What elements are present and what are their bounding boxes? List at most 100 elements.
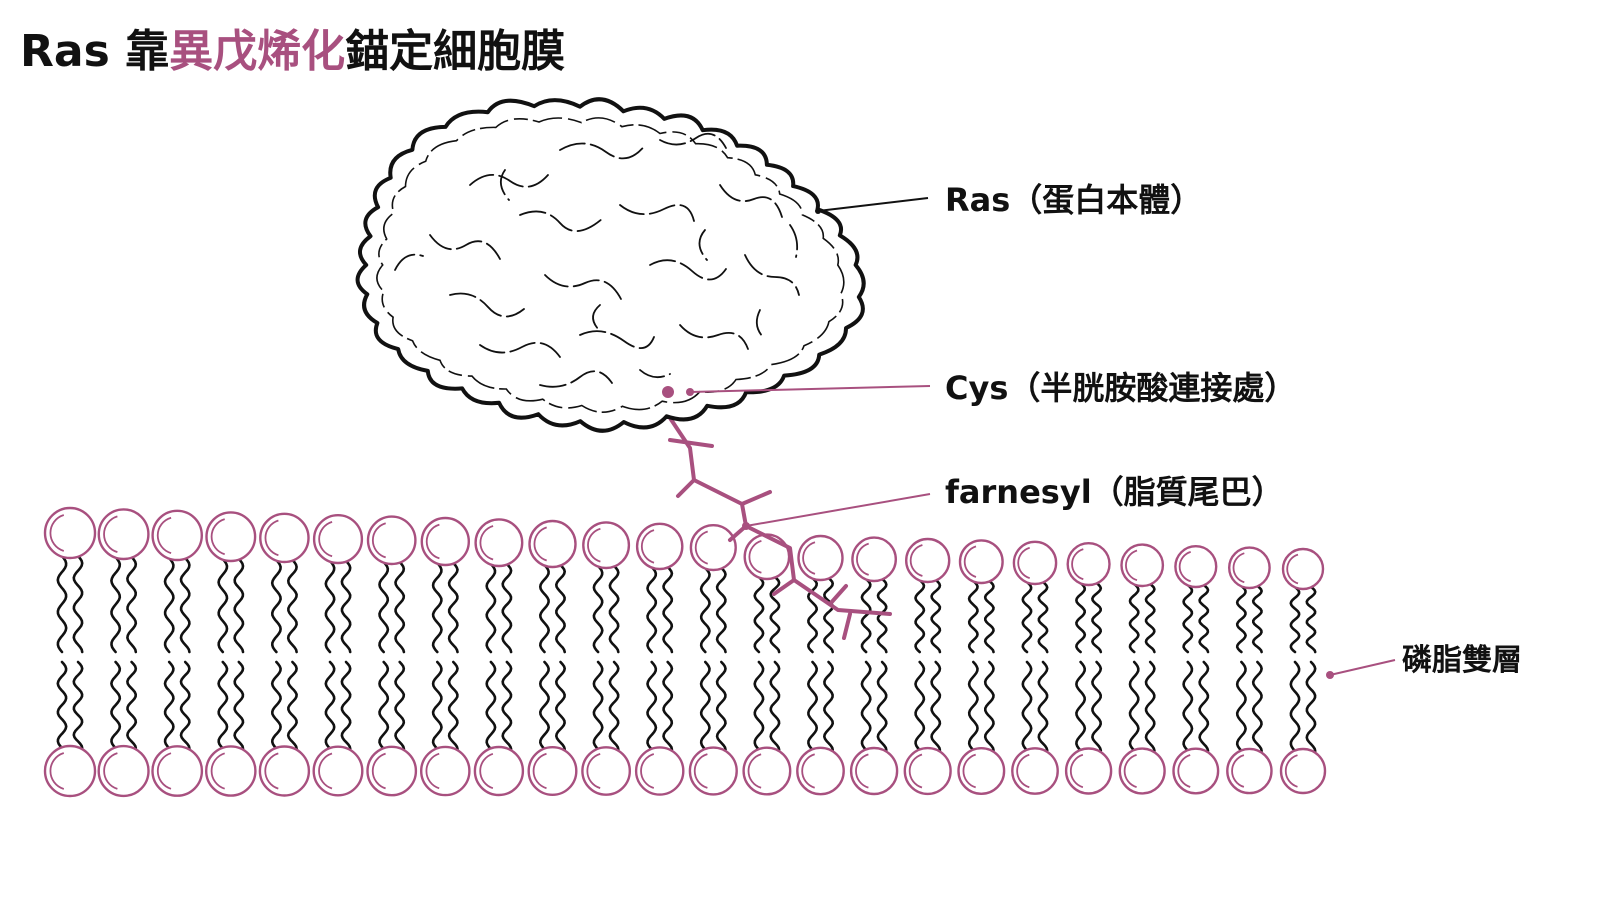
lipid-head [258, 745, 311, 797]
lipid-head [205, 511, 257, 563]
protein-texture-line [619, 204, 695, 222]
protein-leader-line [817, 197, 929, 212]
protein-texture-line [744, 254, 800, 296]
lipid-tail [378, 660, 390, 751]
lipid-head [97, 508, 150, 561]
lipid-tail [340, 559, 352, 654]
protein-texture-line [449, 292, 525, 318]
lipid-tail [1144, 660, 1156, 752]
lipid-tail [538, 563, 551, 654]
lipid-tail [1128, 582, 1140, 654]
lipid-tail [447, 660, 459, 751]
lipid-tail [270, 558, 282, 654]
lipid-head [851, 536, 897, 583]
lipid-head [581, 746, 631, 796]
title-prefix: Ras 靠 [20, 26, 169, 77]
lipid-tail [592, 564, 604, 654]
protein-surface-texture [394, 132, 800, 388]
lipid-heads-lower-leaflet [43, 744, 1327, 798]
title-suffix: 錨定細胞膜 [345, 26, 565, 77]
lipid-tail [179, 556, 191, 654]
lipid-tail [699, 566, 711, 654]
lipid-tail [930, 578, 942, 654]
lipid-tail [608, 564, 620, 654]
lipid-tail [1075, 581, 1087, 654]
lipid-head [903, 746, 952, 796]
lipid-tail [753, 575, 765, 654]
lipid-tail [715, 660, 727, 751]
lipid-tail [1075, 660, 1087, 752]
lipid-head [1174, 544, 1218, 589]
lipid-tail [233, 557, 245, 654]
lipid-tail [662, 660, 674, 751]
protein-texture-line [499, 169, 510, 201]
lipid-tail [967, 579, 979, 654]
lipid-head [689, 523, 737, 572]
protein-label: Ras（蛋白本體） [945, 181, 1202, 219]
lipid-tail [1021, 580, 1033, 654]
protein-texture-line [789, 224, 799, 258]
farnesyl-leader-line [745, 493, 931, 527]
lipid-head [312, 513, 364, 565]
lipid-head [1011, 747, 1059, 795]
bilayer-leader-dot [1326, 671, 1334, 679]
lipid-tail [1091, 581, 1103, 654]
lipid-tail [822, 660, 835, 752]
lipid-tail [876, 660, 888, 752]
lipid-head [204, 745, 257, 797]
lipid-tail [485, 562, 497, 654]
lipid-tail [554, 660, 567, 751]
lipid-head [97, 744, 150, 798]
lipid-tail [1128, 660, 1140, 752]
lipid-tail [930, 660, 942, 752]
lipid-head [582, 521, 631, 570]
protein-texture-line [698, 229, 708, 261]
lipid-tail [1305, 660, 1317, 753]
lipid-head [527, 746, 578, 797]
lipid-head [1226, 747, 1273, 795]
lipid-tail [1235, 660, 1247, 753]
lipid-tail [554, 563, 567, 654]
cys-label: Cys（半胱胺酸連接處） [945, 369, 1296, 407]
lipid-tail [1198, 583, 1210, 654]
lipid-tail [1198, 660, 1210, 752]
cys-attachment-dot [662, 386, 674, 398]
lipid-tail [1289, 585, 1301, 654]
lipid-tail [431, 660, 443, 751]
lipid-tail [1305, 585, 1317, 654]
lipid-tail [56, 660, 68, 750]
lipid-tail [914, 578, 926, 654]
lipid-tail [1289, 660, 1301, 753]
protein-texture-line [649, 259, 727, 281]
lipid-tail [72, 554, 84, 654]
lipid-tail [806, 660, 819, 752]
lipid-head [1066, 541, 1111, 587]
lipid-head [1064, 747, 1113, 795]
lipid-head [259, 512, 310, 564]
protein-texture-line [479, 341, 561, 358]
protein-texture-line [559, 142, 647, 160]
lipid-head [688, 746, 738, 796]
lipid-tail [1037, 660, 1049, 752]
lipid-tail [1235, 584, 1247, 654]
lipid-tail [217, 660, 229, 750]
lipid-tails-upper-leaflet [56, 554, 1317, 654]
lipid-tail [769, 660, 781, 751]
lipid-tail [56, 554, 68, 654]
lipid-head [849, 746, 899, 796]
lipid-tail [163, 660, 175, 750]
lipid-head [742, 746, 792, 796]
lipid-head [634, 746, 685, 796]
lipid-tail [394, 560, 406, 654]
cys-leader-line [689, 385, 931, 393]
lipid-tail [286, 558, 298, 654]
lipid-tail [1144, 582, 1156, 654]
protein-texture-line [519, 210, 603, 232]
lipid-tail [1021, 660, 1033, 752]
lipid-heads-upper-leaflet [43, 506, 1325, 591]
lipid-tail [501, 562, 513, 654]
lipid-head [797, 534, 844, 582]
lipid-tail [378, 560, 390, 654]
lipid-tail [646, 660, 658, 751]
protein-texture-line [719, 184, 783, 218]
